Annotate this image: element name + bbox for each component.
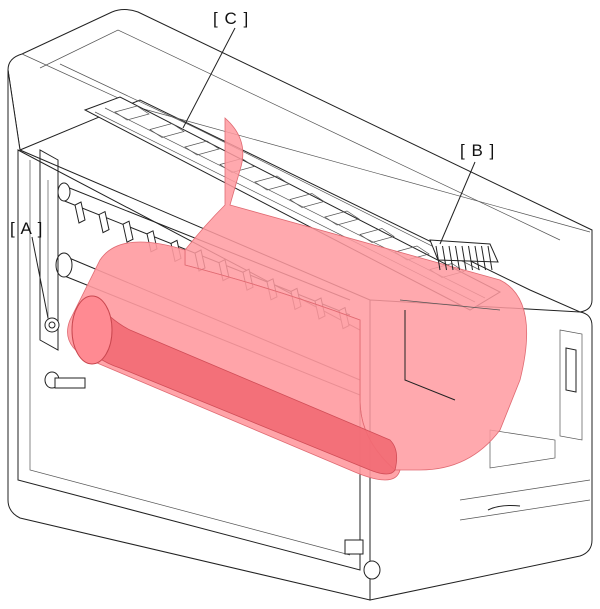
callout-label-b: [ B ]: [460, 141, 495, 160]
leader-lines: [31, 27, 476, 319]
rail-cell: [149, 123, 185, 138]
mechanism-pin: [442, 245, 447, 271]
rail-cell: [289, 193, 325, 208]
mechanism-pin: [474, 245, 480, 271]
mechanism-pin: [481, 245, 486, 271]
mechanism-pin: [461, 245, 467, 271]
roller-clip: [122, 220, 134, 243]
right-mechanism: [399, 239, 501, 401]
mechanism-pin: [448, 245, 454, 271]
roller-clip: [98, 210, 110, 234]
mechanism-pin: [487, 245, 493, 271]
rail-cell: [359, 228, 395, 243]
paper-sheet: [67, 117, 528, 481]
mechanism-pin: [468, 245, 473, 271]
mechanism-pin: [455, 245, 460, 271]
rail-cell: [184, 140, 220, 156]
rail-cell: [324, 210, 360, 226]
rail-cell: [254, 175, 290, 191]
roller-clip: [74, 201, 86, 224]
callout-label-c: [ C ]: [213, 9, 249, 28]
left-shaft-end: [44, 317, 60, 333]
mechanism-pin: [435, 245, 441, 271]
rail-cell: [114, 105, 150, 121]
callout-label-a: [ A ]: [10, 219, 43, 238]
